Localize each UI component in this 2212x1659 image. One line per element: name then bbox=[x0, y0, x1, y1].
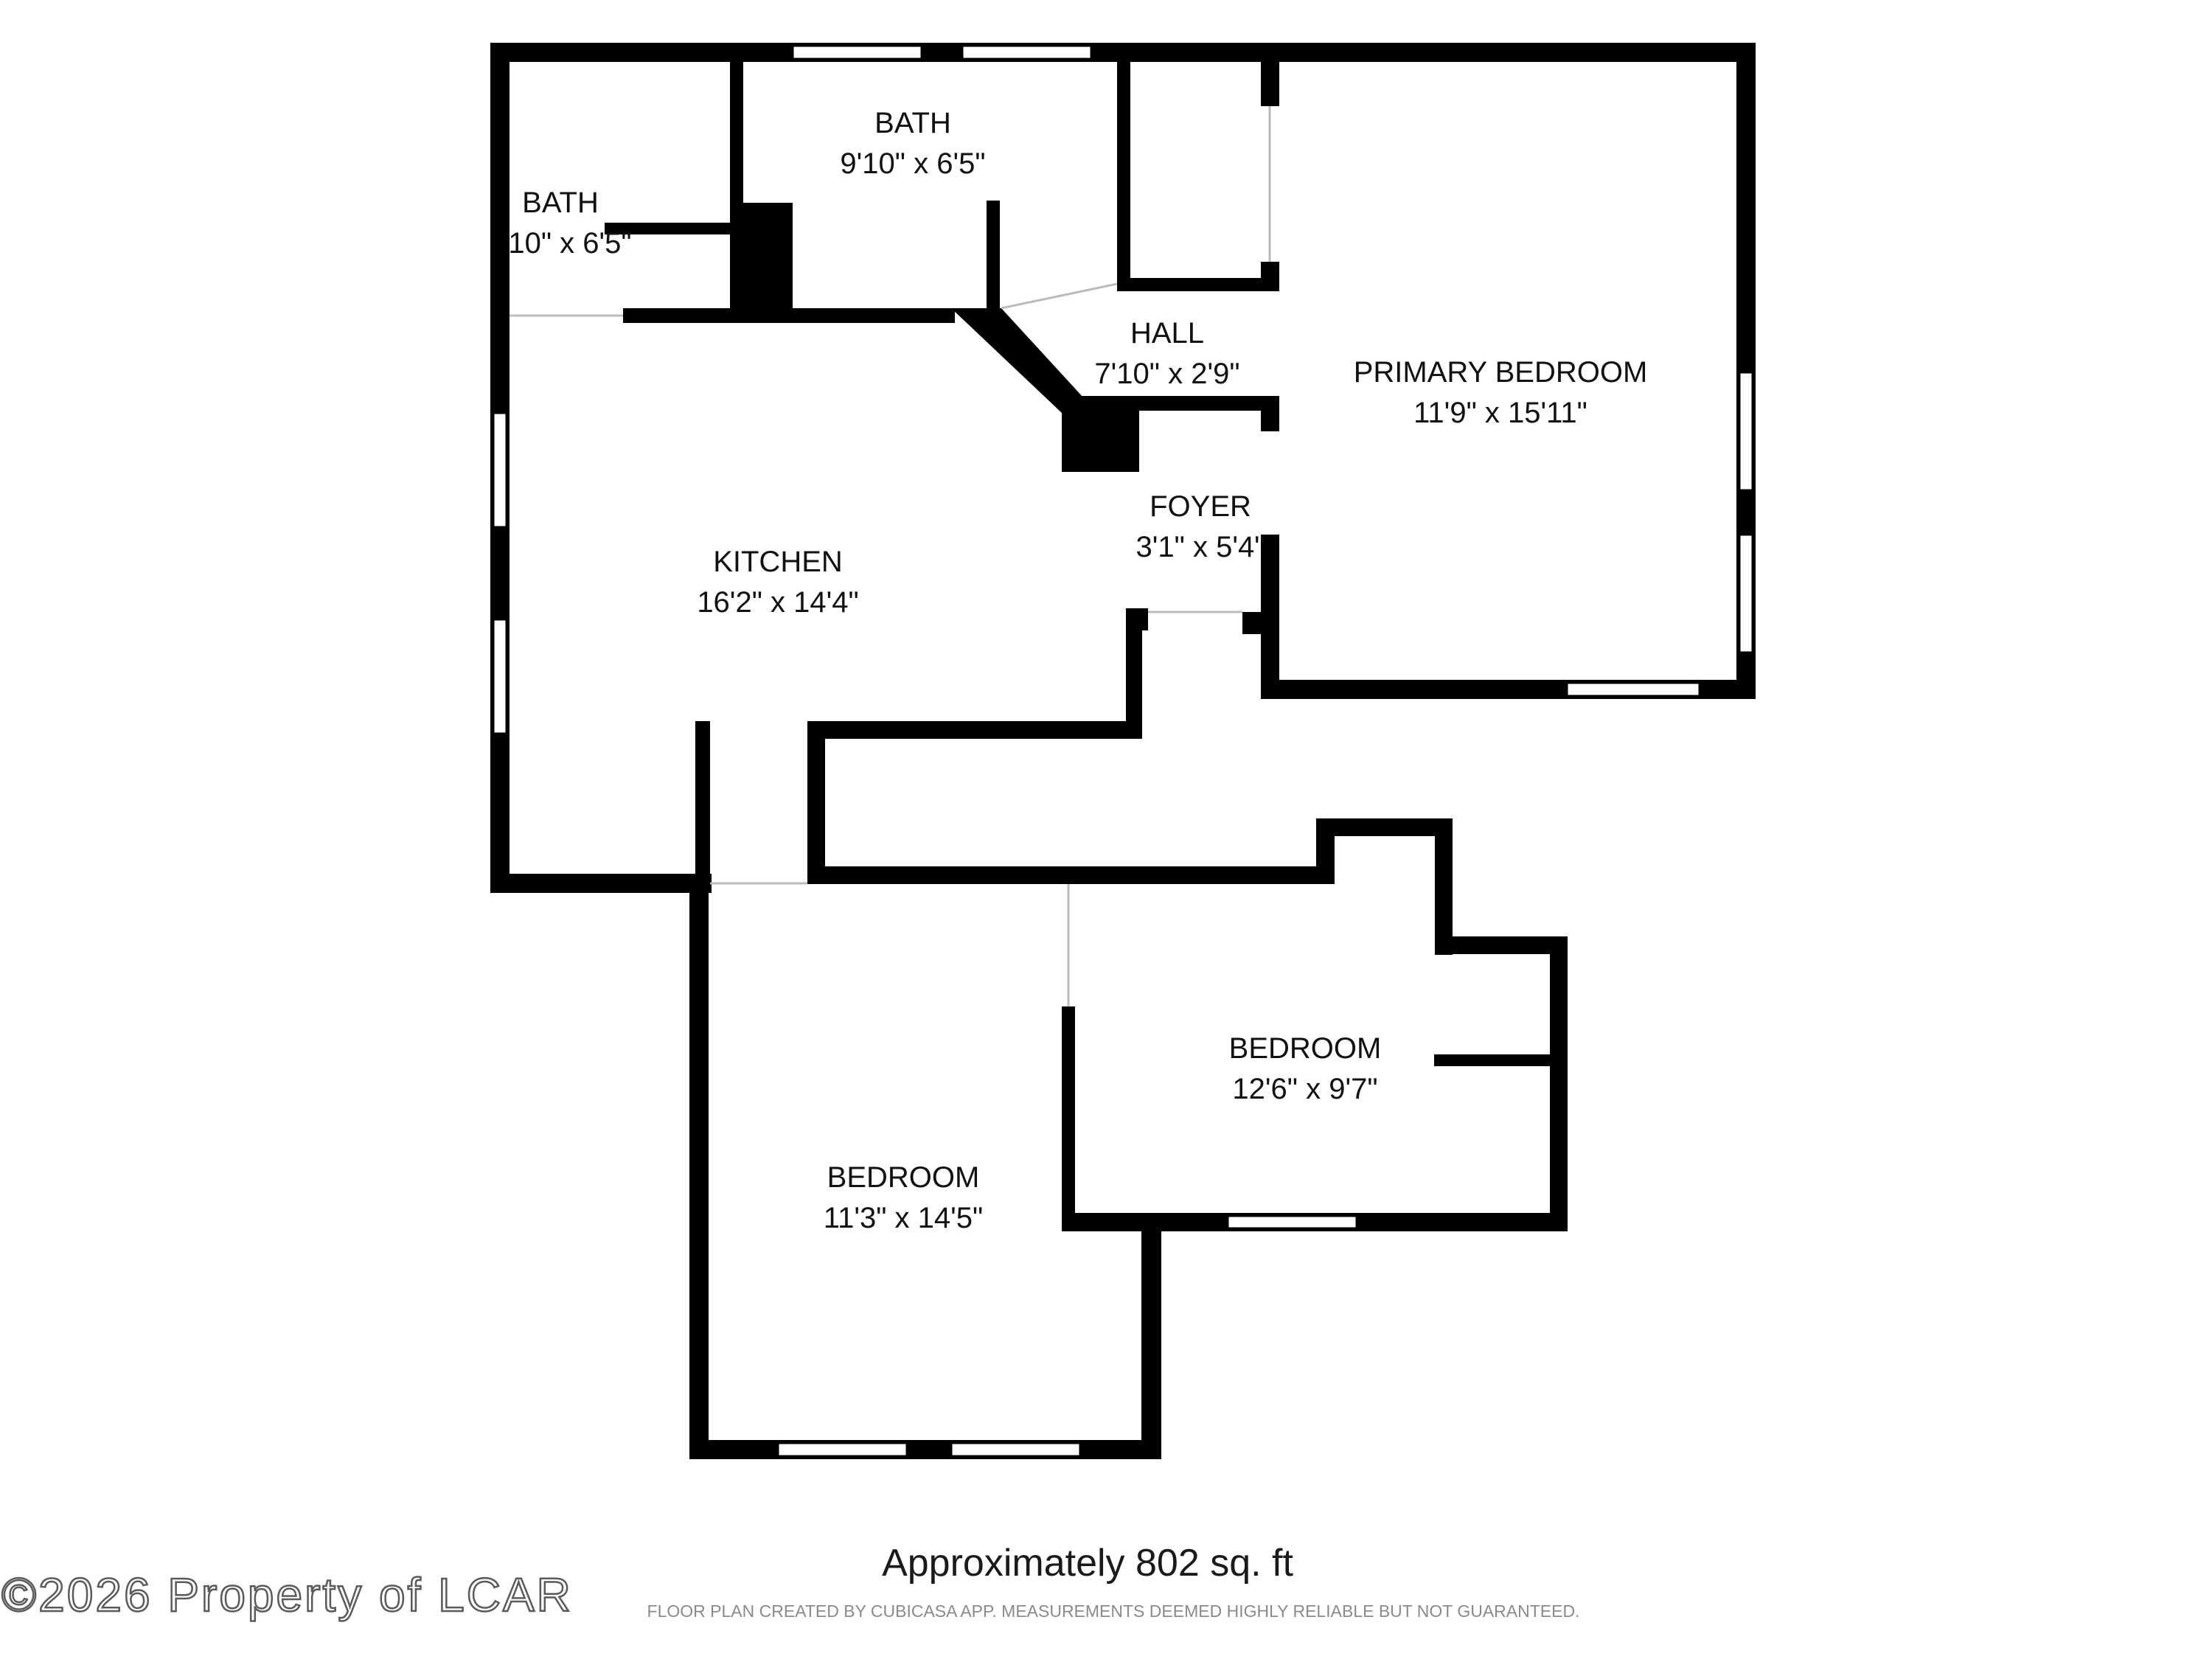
room-dims-bedroom-right: 12'6" x 9'7" bbox=[1232, 1073, 1377, 1105]
wall-top-primary bbox=[1106, 43, 1755, 62]
door-hall-diag bbox=[1001, 282, 1118, 310]
wall-bedroom-r-top bbox=[1316, 818, 1453, 836]
walls bbox=[490, 43, 1756, 1459]
room-name-bath-top: BATH bbox=[874, 107, 951, 139]
window-right-1 bbox=[1738, 371, 1754, 492]
window-right-2 bbox=[1738, 533, 1754, 654]
wall-kitchen-bottom bbox=[490, 874, 712, 893]
room-name-primary-bedroom: PRIMARY BEDROOM bbox=[1354, 356, 1648, 389]
wall-bath-right bbox=[1117, 62, 1130, 283]
windows bbox=[492, 44, 1754, 1458]
wall-bath-bottom bbox=[623, 308, 955, 323]
window-left-1 bbox=[492, 411, 508, 529]
window-top-bath-2 bbox=[961, 44, 1093, 60]
window-bedroom-b-1 bbox=[776, 1441, 908, 1458]
wall-bedroom-r-right-upper bbox=[1435, 818, 1453, 955]
wall-bedroom-r-shelf bbox=[1434, 1054, 1568, 1066]
wall-primary-left-lower bbox=[1261, 535, 1279, 699]
watermark-text: ©2026 Property of LCAR bbox=[1, 1568, 573, 1621]
wall-kitchen-shelf bbox=[807, 721, 1142, 739]
room-name-bedroom-bottom: BEDROOM bbox=[827, 1161, 980, 1194]
door-openings bbox=[509, 106, 1271, 1006]
window-bedroom-b-2 bbox=[950, 1441, 1082, 1458]
wall-diagonal bbox=[951, 308, 1084, 413]
window-bedroom-r-bottom bbox=[1226, 1214, 1358, 1230]
wall-bedroom-r-left bbox=[1062, 1006, 1075, 1231]
wall-bedroom-r-step bbox=[1435, 936, 1568, 954]
room-name-bedroom-right: BEDROOM bbox=[1229, 1032, 1382, 1065]
room-dims-bath-top: 9'10" x 6'5" bbox=[840, 147, 985, 180]
wall-bedroom-b-right bbox=[1141, 1213, 1161, 1459]
wall-bath-block bbox=[730, 203, 793, 317]
wall-kitchen-block bbox=[1062, 396, 1139, 472]
window-top-bath-1 bbox=[791, 44, 923, 60]
room-name-bath-left: BATH bbox=[522, 187, 599, 219]
room-name-kitchen: KITCHEN bbox=[713, 546, 843, 578]
wall-bedroom-b-bottom bbox=[689, 1440, 1161, 1459]
wall-bedroom-b-left bbox=[689, 883, 709, 1458]
wall-mid-horizontal bbox=[807, 866, 1335, 884]
room-dims-primary-bedroom: 11'9" x 15'11" bbox=[1413, 397, 1587, 429]
total-area: Approximately 802 sq. ft bbox=[882, 1542, 1293, 1585]
room-dims-foyer: 3'1" x 5'4" bbox=[1136, 531, 1265, 563]
disclaimer: FLOOR PLAN CREATED BY CUBICASA APP. MEAS… bbox=[647, 1601, 1580, 1621]
wall-bath-inner bbox=[987, 201, 1000, 311]
wall-bath-stub bbox=[605, 223, 730, 234]
room-dims-kitchen: 16'2" x 14'4" bbox=[697, 586, 858, 619]
room-name-hall: HALL bbox=[1130, 317, 1204, 349]
wall-bedroom-r-right bbox=[1550, 936, 1568, 1231]
window-left-2 bbox=[492, 618, 508, 735]
wall-corridor-left bbox=[807, 721, 825, 883]
room-name-foyer: FOYER bbox=[1150, 490, 1251, 523]
wall-kitchen-right bbox=[1126, 608, 1142, 737]
room-dims-hall: 7'10" x 2'9" bbox=[1094, 358, 1239, 390]
wall-closet-bottom bbox=[1117, 278, 1279, 291]
wall-foyer-right-bottom bbox=[1242, 612, 1261, 634]
window-primary-bottom bbox=[1565, 681, 1701, 698]
room-dims-bath-left: 10" x 6'5" bbox=[508, 227, 631, 260]
wall-divider-post bbox=[695, 721, 710, 883]
wall-primary-left-upper bbox=[1261, 62, 1279, 106]
room-dims-bedroom-bottom: 11'3" x 14'5" bbox=[824, 1202, 983, 1234]
